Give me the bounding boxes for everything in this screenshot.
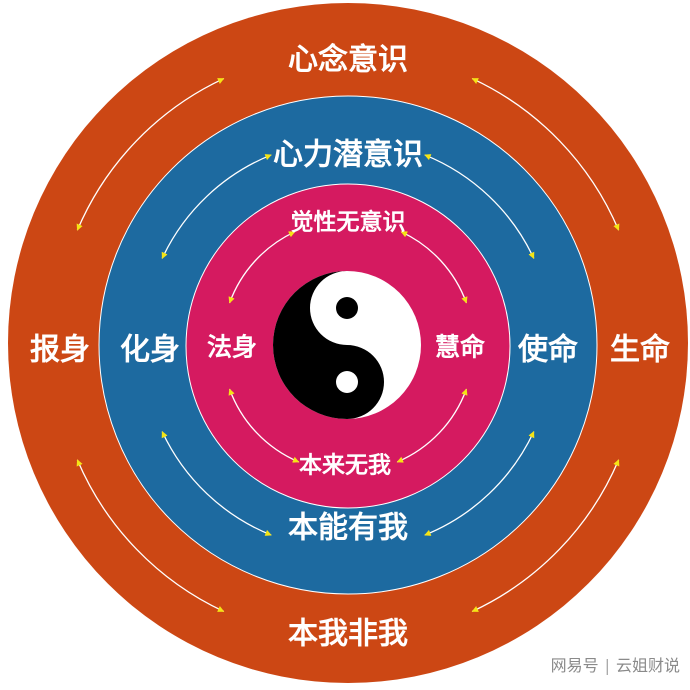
outer-right-label: 生命	[610, 333, 671, 368]
inner-bottom-left-double-arrow	[228, 388, 300, 463]
yin-yang-icon	[273, 271, 421, 419]
outer-top-label: 心念意识	[288, 43, 408, 78]
middle-bottom-left-double-arrow	[161, 431, 272, 536]
outer-top-left-double-arrow	[76, 77, 225, 231]
inner-top-left-double-arrow	[228, 231, 296, 304]
middle-bottom-right-double-arrow	[424, 431, 535, 536]
watermark-platform: 网易号	[550, 656, 599, 675]
middle-top-left-double-arrow	[161, 154, 272, 259]
middle-right-label: 使命	[517, 333, 579, 368]
middle-top-label: 心力潜意识	[273, 138, 423, 173]
inner-bottom-label: 本来无我	[299, 452, 391, 479]
inner-left-label: 法身	[207, 333, 257, 362]
middle-bottom-label: 本能有我	[288, 511, 408, 546]
outer-bottom-label: 本我非我	[288, 617, 408, 652]
inner-top-label: 觉性无意识	[291, 209, 406, 236]
watermark: 网易号|云姐财说	[550, 656, 680, 675]
outer-bottom-left-double-arrow	[76, 459, 225, 613]
outer-left-label: 报身	[30, 333, 90, 368]
inner-top-right-double-arrow	[400, 231, 468, 304]
middle-top-right-double-arrow	[424, 154, 535, 259]
inner-bottom-right-double-arrow	[396, 388, 468, 463]
middle-left-label: 化身	[120, 333, 180, 368]
outer-bottom-right-double-arrow	[471, 459, 620, 613]
outer-top-right-double-arrow	[471, 77, 620, 231]
watermark-author: 云姐财说	[615, 656, 680, 675]
inner-right-label: 慧命	[435, 333, 486, 362]
